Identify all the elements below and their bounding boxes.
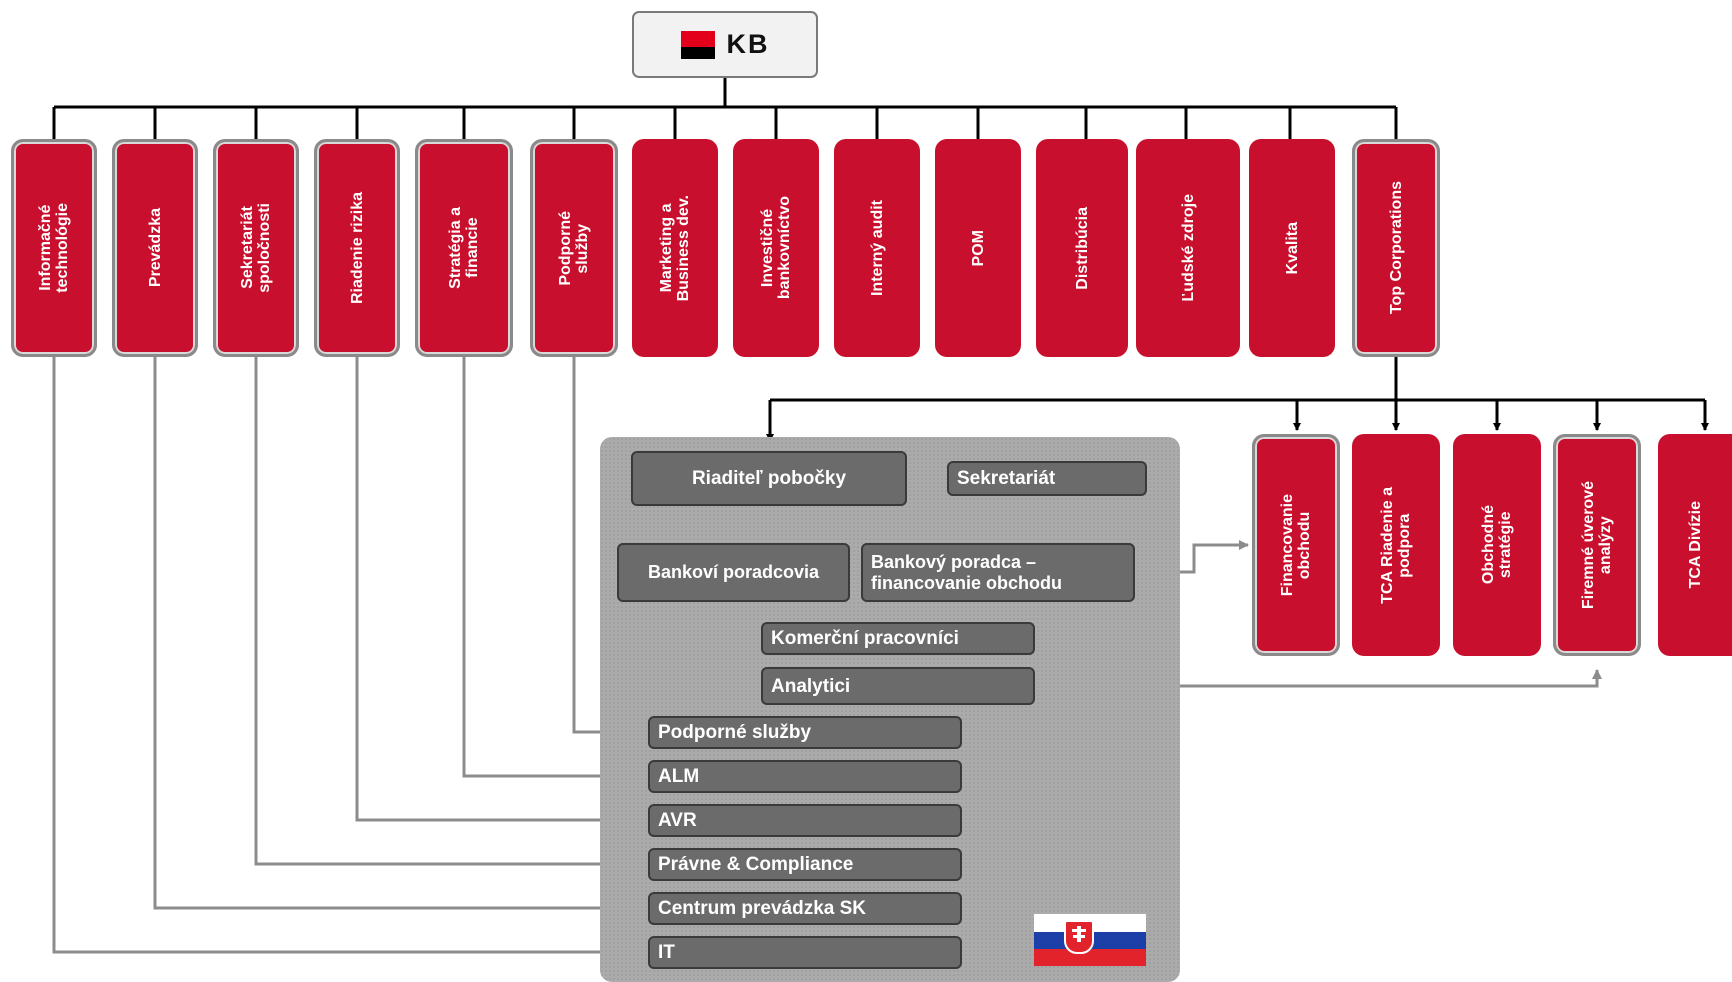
- dept-top-corporations: Top Corporations: [1352, 139, 1440, 357]
- unit-label: TCA Riadenie a podpora: [1379, 486, 1413, 604]
- branch-it: IT: [648, 936, 962, 969]
- dept-label: Podporné služby: [557, 210, 591, 286]
- department-to-branch-links: [52, 357, 1602, 957]
- coat-of-arms-icon: [1064, 920, 1094, 954]
- kb-logo-mark: [680, 30, 715, 59]
- unit-label: Obchodné stratégie: [1480, 505, 1514, 585]
- dept-podporne-sluzby: Podporné služby: [530, 139, 618, 357]
- dept-prevadzka: Prevádzka: [112, 139, 198, 357]
- dept-label: Ľudské zdroje: [1179, 194, 1197, 302]
- dept-label: Sekretariát spoločnosti: [239, 203, 273, 293]
- dept-label: Kvalita: [1283, 221, 1301, 275]
- branch-trade-finance-advisor: Bankový poradca – financovanie obchodu: [861, 543, 1135, 602]
- dept-ludske-zdroje: Ľudské zdroje: [1136, 139, 1240, 357]
- dept-label: Distribúcia: [1073, 206, 1091, 290]
- branch-advisors: Bankoví poradcovia: [617, 543, 850, 602]
- dept-interny-audit: Interný audit: [834, 139, 920, 357]
- dept-riadenie-rizika: Riadenie rizika: [314, 139, 400, 357]
- unit-tca-divizie: TCA Divízie: [1658, 434, 1732, 656]
- dept-label: Marketing a Business dev.: [658, 194, 692, 302]
- top-corporations-lines: [766, 357, 1709, 442]
- dept-label: Stratégia a financie: [447, 207, 481, 289]
- branch-legal-compliance: Právne & Compliance: [648, 848, 962, 881]
- dept-pom: POM: [935, 139, 1021, 357]
- unit-firemne-uverove-analyzy: Firemné úverové analýzy: [1553, 434, 1641, 656]
- unit-label: Firemné úverové analýzy: [1580, 480, 1614, 610]
- unit-financovanie-obchodu: Financovanie obchodu: [1252, 434, 1340, 656]
- dept-label: Interný audit: [868, 199, 886, 296]
- unit-tca-riadenie-a-podpora: TCA Riadenie a podpora: [1352, 434, 1440, 656]
- unit-obchodne-strategie: Obchodné stratégie: [1453, 434, 1541, 656]
- dept-label: Prevádzka: [146, 208, 164, 288]
- unit-label: TCA Divízie: [1686, 501, 1704, 589]
- dept-informacne-technologie: Informačné technológie: [11, 139, 97, 357]
- branch-director: Riaditeľ pobočky: [631, 451, 907, 506]
- dept-label: POM: [969, 229, 987, 267]
- kb-logo: KB: [632, 11, 818, 78]
- dept-label: Riadenie rizika: [348, 191, 366, 305]
- branch-secretariat: Sekretariát: [947, 461, 1147, 496]
- dept-label: Informačné technológie: [37, 203, 71, 293]
- branch-operations-center: Centrum prevádzka SK: [648, 892, 962, 925]
- dept-label: Investičné bankovníctvo: [759, 196, 793, 300]
- dept-kvalita: Kvalita: [1249, 139, 1335, 357]
- dept-investicne-bankovnictvo: Investičné bankovníctvo: [733, 139, 819, 357]
- kb-logo-text: KB: [726, 29, 770, 59]
- dept-marketing: Marketing a Business dev.: [632, 139, 718, 357]
- branch-commercial-staff: Komerční pracovníci: [761, 622, 1035, 655]
- slovakia-flag-icon: [1034, 914, 1146, 966]
- unit-label: Financovanie obchodu: [1279, 493, 1313, 597]
- branch-alm: ALM: [648, 760, 962, 793]
- top-bus-lines: [52, 78, 1398, 139]
- branch-avr: AVR: [648, 804, 962, 837]
- dept-strategia-a-financie: Stratégia a financie: [415, 139, 513, 357]
- dept-sekretariat-spolocnosti: Sekretariát spoločnosti: [213, 139, 299, 357]
- dept-distribucia: Distribúcia: [1036, 139, 1128, 357]
- branch-support-services: Podporné služby: [648, 716, 962, 749]
- branch-panel: [600, 437, 1180, 982]
- branch-analysts: Analytici: [761, 667, 1035, 705]
- dept-label: Top Corporations: [1387, 181, 1405, 315]
